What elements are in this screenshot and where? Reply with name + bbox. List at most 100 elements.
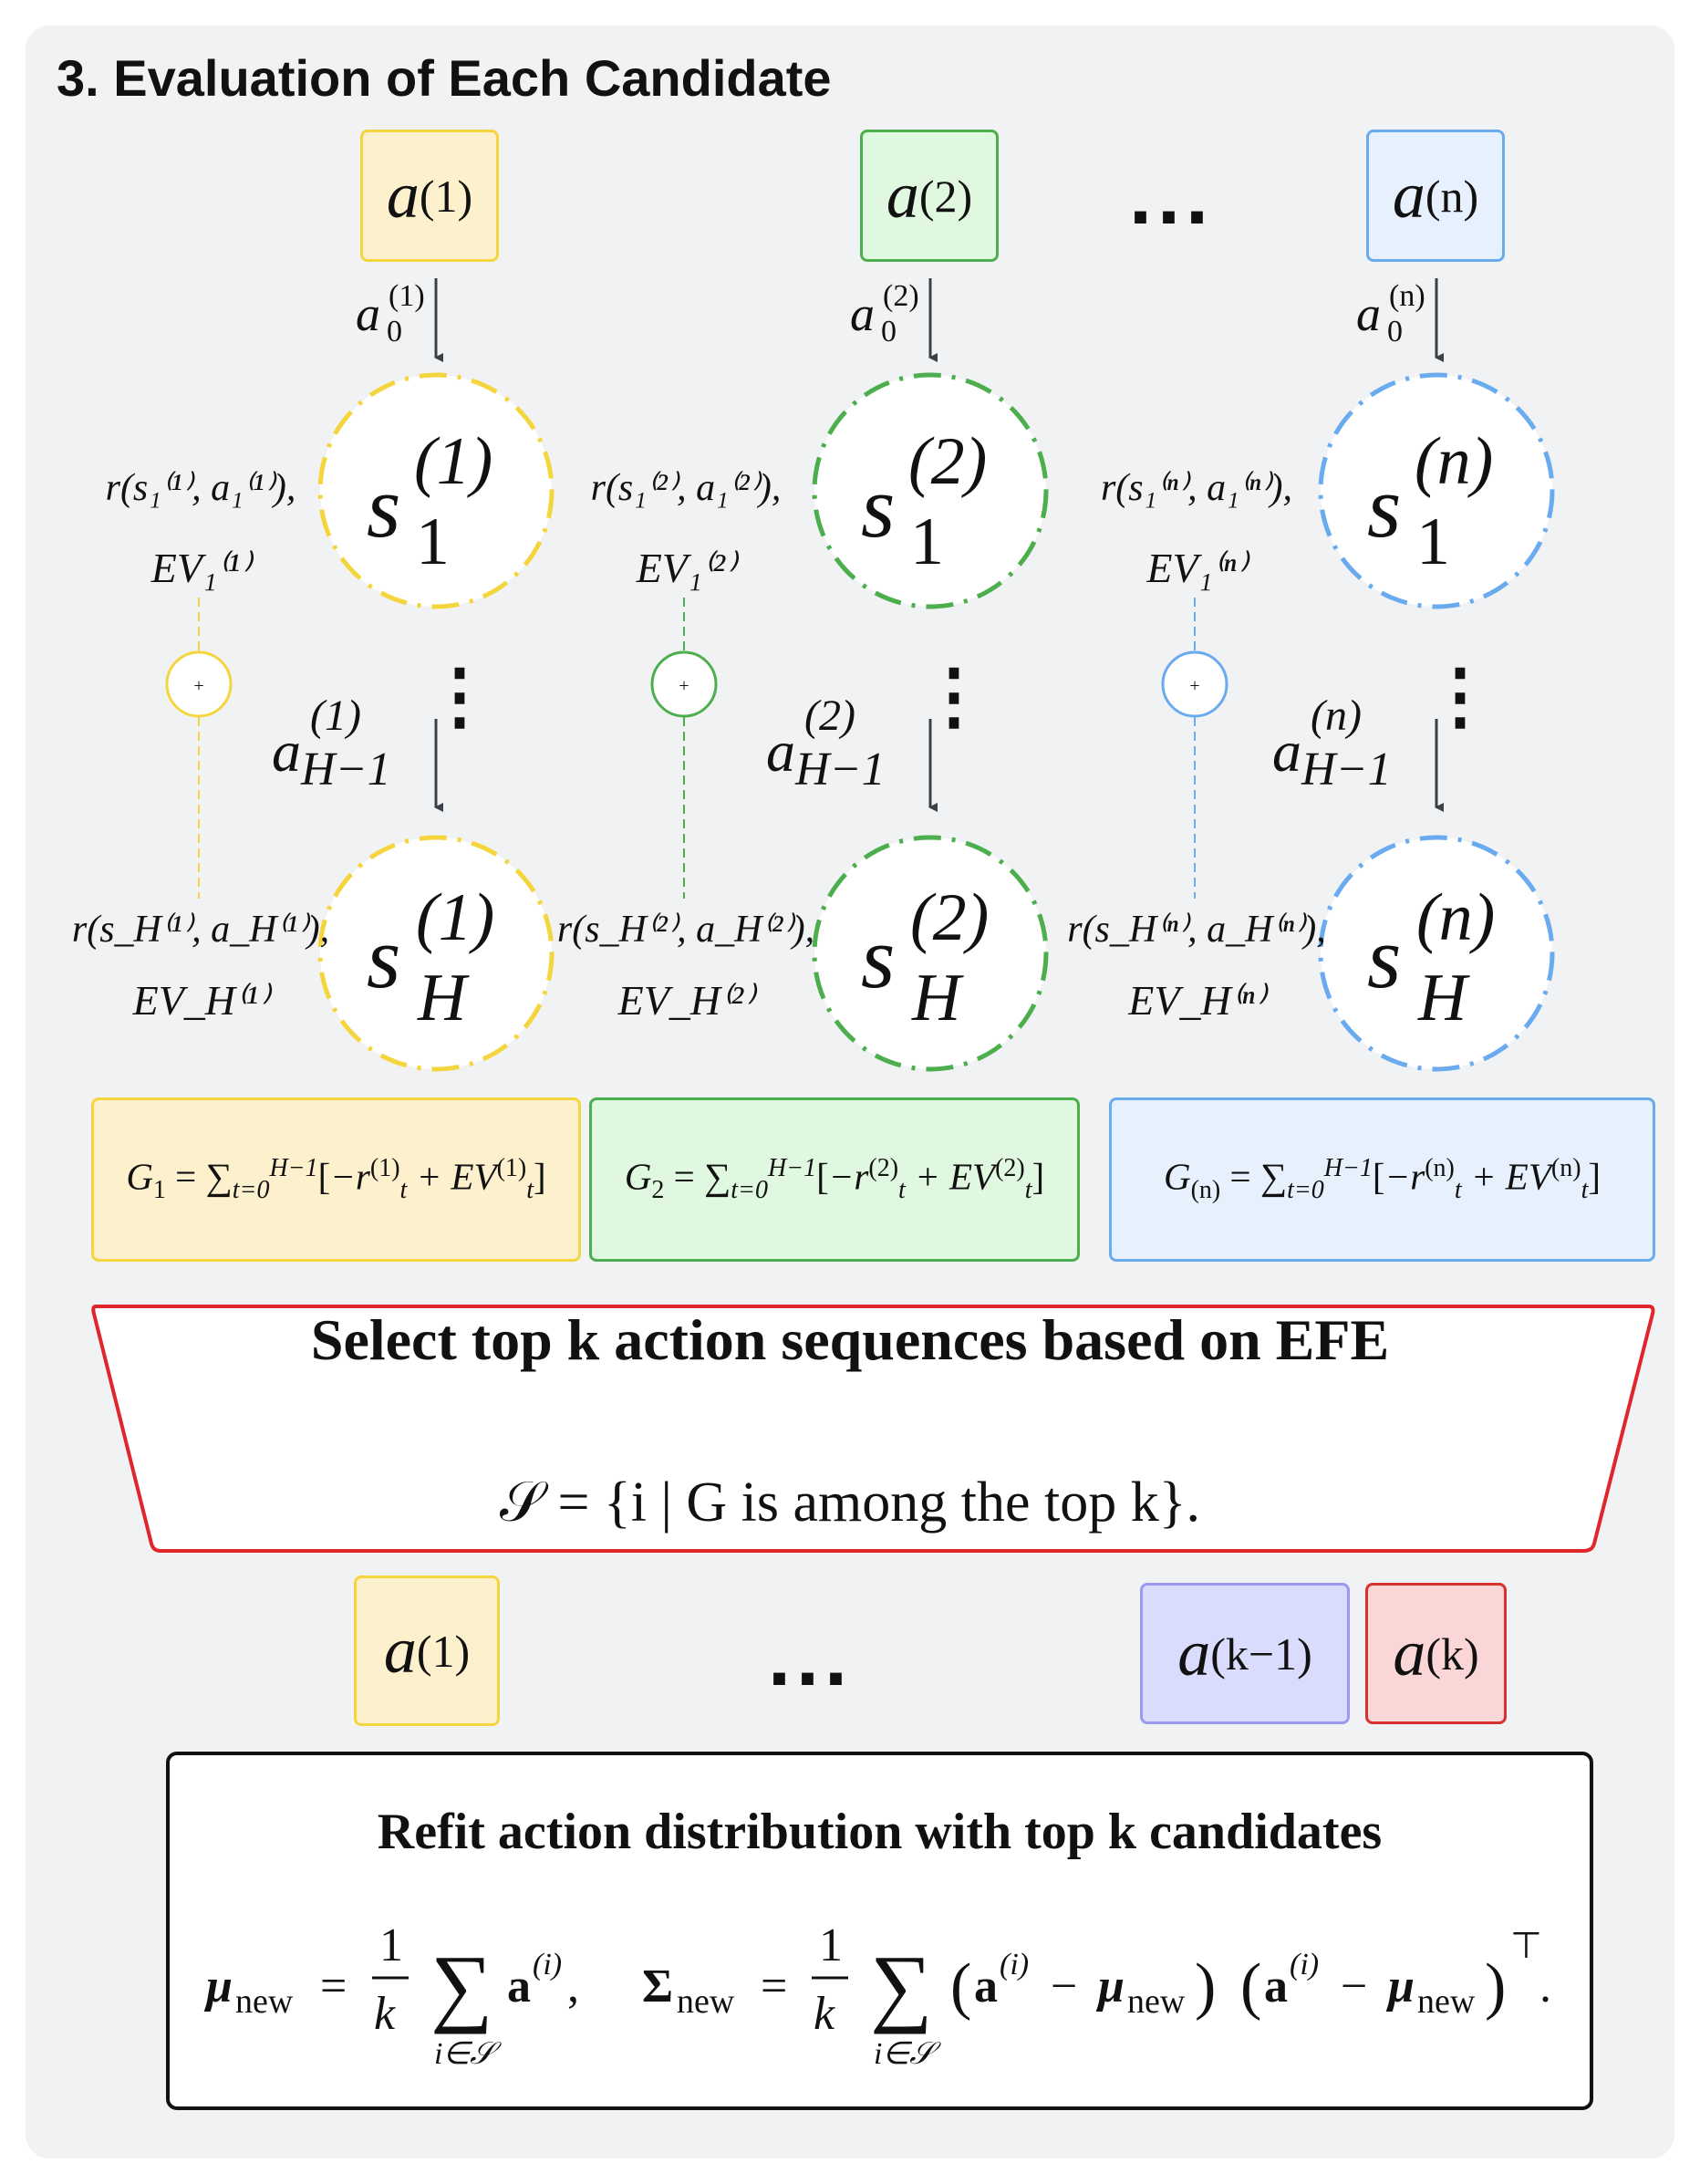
mu-symbol: μ — [203, 1960, 233, 2012]
last-action-1: a — [272, 719, 301, 784]
candidates-ellipsis: ... — [1129, 151, 1215, 242]
last-action-sub-2: H−1 — [794, 744, 886, 796]
state-top-3: s — [1367, 458, 1401, 556]
svg-text:): ) — [1195, 1951, 1216, 2022]
mu-symbol-2: μ — [1095, 1960, 1125, 2012]
ev-bottom-3: EV_H⁽ⁿ⁾ — [1127, 977, 1269, 1024]
last-action-sup-3: (n) — [1311, 692, 1362, 740]
state-circle-bottom-3 — [1318, 835, 1555, 1072]
a-sup-1: (i) — [533, 1948, 562, 1981]
state-top-sub-3: 1 — [1416, 504, 1450, 579]
ev-top-3: EV₁⁽ⁿ⁾ — [1145, 545, 1250, 591]
ev-bottom-1: EV_H⁽¹⁾ — [132, 977, 274, 1024]
selected-box-1: a(1) — [354, 1576, 500, 1726]
last-action-sub-1: H−1 — [300, 744, 391, 796]
init-action-sup-2: (2) — [883, 279, 919, 313]
state-bottom-2: s — [861, 909, 895, 1006]
state-bottom-sup-1: (1) — [416, 880, 494, 955]
g-formula-1: G1 = ∑t=0H−1[−r(1)t + EV(1)t] — [126, 1154, 546, 1204]
last-action-sup-2: (2) — [804, 692, 855, 740]
state-top-1: s — [367, 458, 400, 556]
a-sup-3: (i) — [1290, 1948, 1319, 1981]
svg-text:(: ( — [1240, 1951, 1261, 2022]
last-action-sub-3: H−1 — [1301, 744, 1392, 796]
svg-text:.: . — [1539, 1960, 1551, 2012]
refit-title: Refit action distribution with top k can… — [377, 1804, 1383, 1860]
state-top-sup-3: (n) — [1415, 424, 1493, 499]
g-formula-box-1: G1 = ∑t=0H−1[−r(1)t + EV(1)t] — [91, 1097, 581, 1262]
sum-2: ∑ — [870, 1937, 932, 2034]
panel-title: 3. Evaluation of Each Candidate — [57, 49, 832, 107]
a-vec-1: a — [507, 1960, 531, 2012]
plus-node-3 — [1161, 650, 1228, 718]
g-formula-box-n: G(n) = ∑t=0H−1[−r(n)t + EV(n)t] — [1109, 1097, 1655, 1262]
a-sup-2: (i) — [1000, 1948, 1029, 1981]
g-formula-2: G2 = ∑t=0H−1[−r(2)t + EV(2)t] — [624, 1154, 1045, 1204]
selected-index-1: (1) — [416, 1625, 471, 1677]
svg-text:,: , — [567, 1960, 579, 2012]
state-circle-top-1 — [317, 372, 555, 609]
ev-top-2: EV₁⁽²⁾ — [636, 545, 740, 591]
transpose: ⊤ — [1510, 1925, 1542, 1966]
candidate-box-2: a(2) — [860, 130, 999, 262]
frac-one-2: 1 — [819, 1919, 843, 1971]
select-title: Select top k action sequences based on E… — [310, 1307, 1390, 1372]
state-bottom-sub-1: H — [417, 961, 470, 1035]
state-circle-top-2 — [812, 372, 1049, 609]
vertical-ellipsis-2: ⋮ — [917, 657, 990, 737]
plus-sign-3: + — [1189, 676, 1199, 696]
svg-text:=: = — [320, 1960, 347, 2012]
selected-index-k: (k) — [1425, 1628, 1479, 1680]
state-circle-bottom-2 — [812, 835, 1049, 1072]
state-bottom-sup-3: (n) — [1416, 880, 1495, 955]
frac-k-2: k — [814, 1988, 835, 2040]
g-formula-n: G(n) = ∑t=0H−1[−r(n)t + EV(n)t] — [1163, 1154, 1601, 1204]
state-bottom-sup-2: (2) — [910, 880, 989, 955]
select-trapezoid — [91, 1305, 1655, 1553]
a-vec-3: a — [1264, 1960, 1288, 2012]
state-top-sub-2: 1 — [910, 504, 944, 579]
state-bottom-sub-3: H — [1417, 961, 1470, 1035]
ev-top-1: EV₁⁽¹⁾ — [150, 545, 254, 591]
reward-top-3: r(s₁⁽ⁿ⁾, a₁⁽ⁿ⁾), — [1101, 467, 1292, 509]
state-top-sup-1: (1) — [414, 424, 492, 499]
selected-index-k-1: (k−1) — [1210, 1628, 1312, 1680]
state-circle-bottom-1 — [317, 835, 555, 1072]
sum-sub-1: i∈𝒮 — [434, 2037, 502, 2071]
last-action-3: a — [1272, 719, 1301, 784]
reward-bottom-1: r(s_H⁽¹⁾, a_H⁽¹⁾), — [72, 909, 329, 951]
state-top-sup-2: (2) — [908, 424, 987, 499]
mu-new-sub: new — [235, 1982, 294, 2021]
state-bottom-sub-2: H — [911, 961, 964, 1035]
last-action-2: a — [766, 719, 795, 784]
svg-text:): ) — [1485, 1951, 1506, 2022]
reward-top-1: r(s₁⁽¹⁾, a₁⁽¹⁾), — [106, 467, 296, 509]
plus-node-2 — [650, 650, 718, 718]
mu-new-sub-3: new — [1417, 1982, 1476, 2021]
init-action-sup-3: (n) — [1389, 279, 1425, 313]
sum-sub-2: i∈𝒮 — [874, 2037, 941, 2071]
frac-k-1: k — [374, 1988, 396, 2040]
svg-text:=: = — [761, 1960, 787, 2012]
plus-sign-1: + — [193, 676, 203, 696]
candidate-index-1: (1) — [419, 170, 473, 222]
refit-equation: μ new = 1 k ∑ i∈𝒮 a (i) , Σ new = 1 k ∑ … — [203, 1919, 1551, 2071]
init-action-2: a — [850, 286, 875, 341]
state-circle-top-3 — [1318, 372, 1555, 609]
svg-text:−: − — [1341, 1960, 1367, 2012]
candidate-box-1: a(1) — [360, 130, 499, 262]
ev-bottom-2: EV_H⁽²⁾ — [617, 977, 759, 1024]
selected-ellipsis: ... — [768, 1612, 854, 1703]
candidate-index-2: (2) — [918, 170, 973, 222]
init-action-sup-1: (1) — [389, 279, 425, 313]
refit-box: Refit action distribution with top k can… — [166, 1752, 1593, 2110]
init-action-sub-1: 0 — [387, 315, 402, 348]
vertical-ellipsis-1: ⋮ — [423, 657, 496, 737]
a-vec-2: a — [974, 1960, 998, 2012]
candidate-index-n: (n) — [1425, 170, 1479, 222]
candidate-label-1: a — [386, 159, 420, 232]
selected-label-1: a — [383, 1614, 417, 1687]
plus-node-1 — [165, 650, 233, 718]
g-formula-box-2: G2 = ∑t=0H−1[−r(2)t + EV(2)t] — [589, 1097, 1080, 1262]
candidate-label-n: a — [1392, 159, 1425, 232]
